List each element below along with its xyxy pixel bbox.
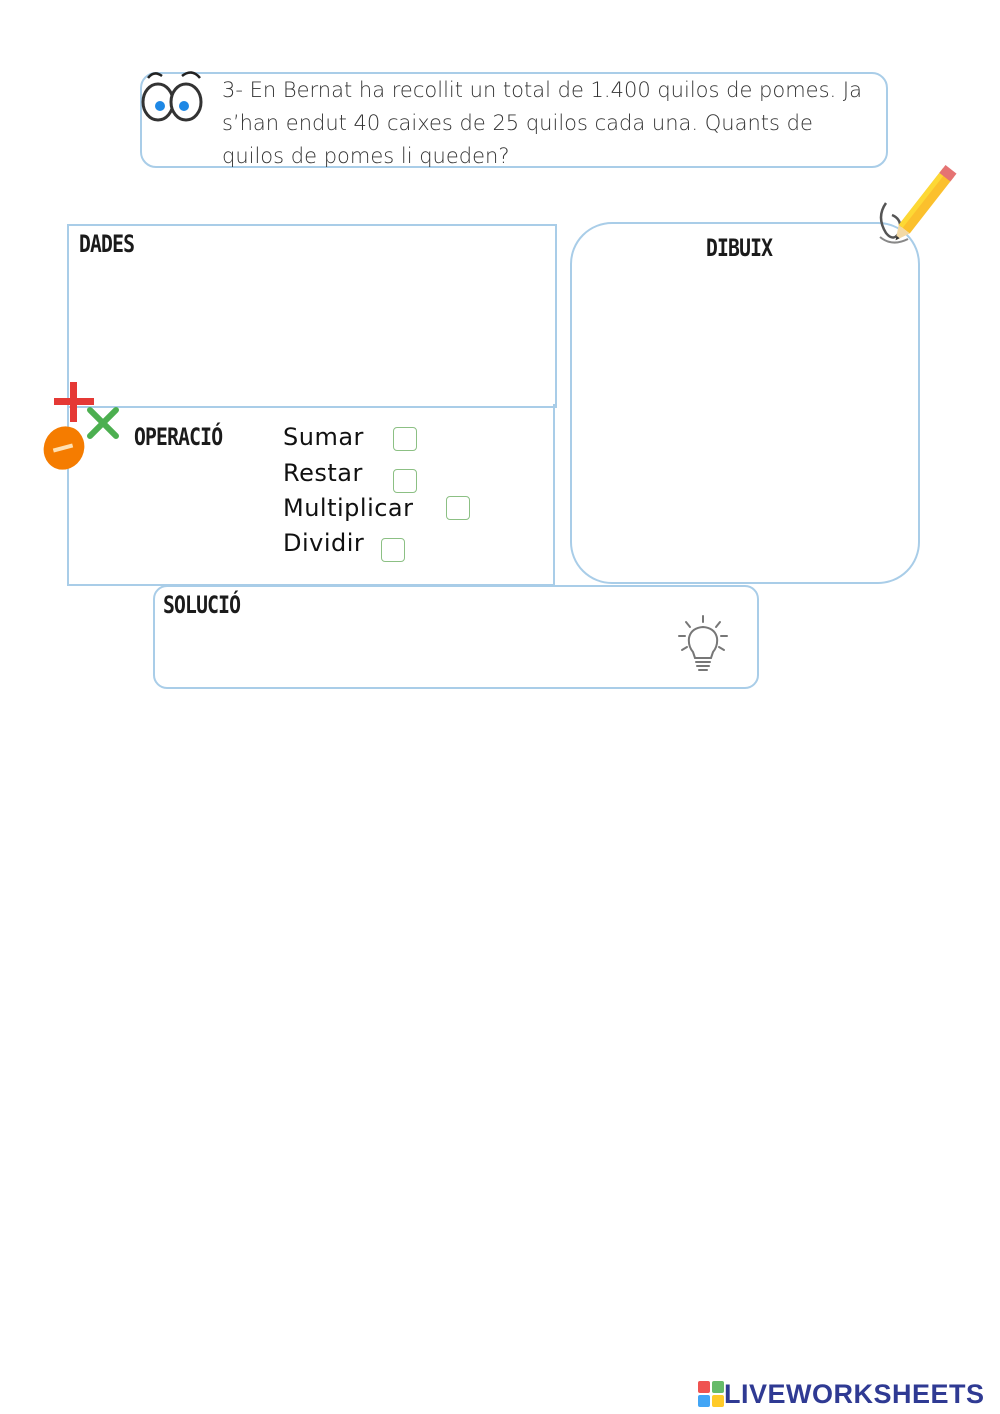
dibuix-box[interactable]	[570, 222, 920, 584]
math-operations-icon	[43, 382, 119, 470]
liveworksheets-logo-text: LIVEWORKSHEETS	[724, 1378, 985, 1409]
option-sumar-label: Sumar	[283, 423, 364, 451]
dibuix-heading: DIBUIX	[706, 234, 773, 262]
option-dividir-label: Dividir	[283, 529, 365, 557]
operacio-heading: OPERACIÓ	[134, 423, 223, 451]
option-dividir-checkbox[interactable]	[381, 538, 405, 562]
option-restar-label: Restar	[283, 459, 363, 487]
solucio-box[interactable]	[153, 585, 759, 689]
option-sumar-checkbox[interactable]	[393, 427, 417, 451]
liveworksheets-logo: LIVEWORKSHEETS	[698, 1376, 985, 1412]
solucio-heading: SOLUCIÓ	[163, 591, 241, 619]
question-box	[140, 72, 888, 168]
pencil-icon	[879, 164, 957, 244]
option-multiplicar-checkbox[interactable]	[446, 496, 470, 520]
dades-box[interactable]	[67, 224, 557, 408]
lightbulb-icon	[678, 615, 728, 671]
eyes-icon	[141, 71, 203, 122]
liveworksheets-logo-mark-icon	[698, 1381, 724, 1407]
question-text: 3- En Bernat ha recollit un total de 1.4…	[222, 78, 862, 168]
option-multiplicar-label: Multiplicar	[283, 494, 414, 522]
dades-heading: DADES	[79, 230, 135, 258]
option-restar-checkbox[interactable]	[393, 469, 417, 493]
